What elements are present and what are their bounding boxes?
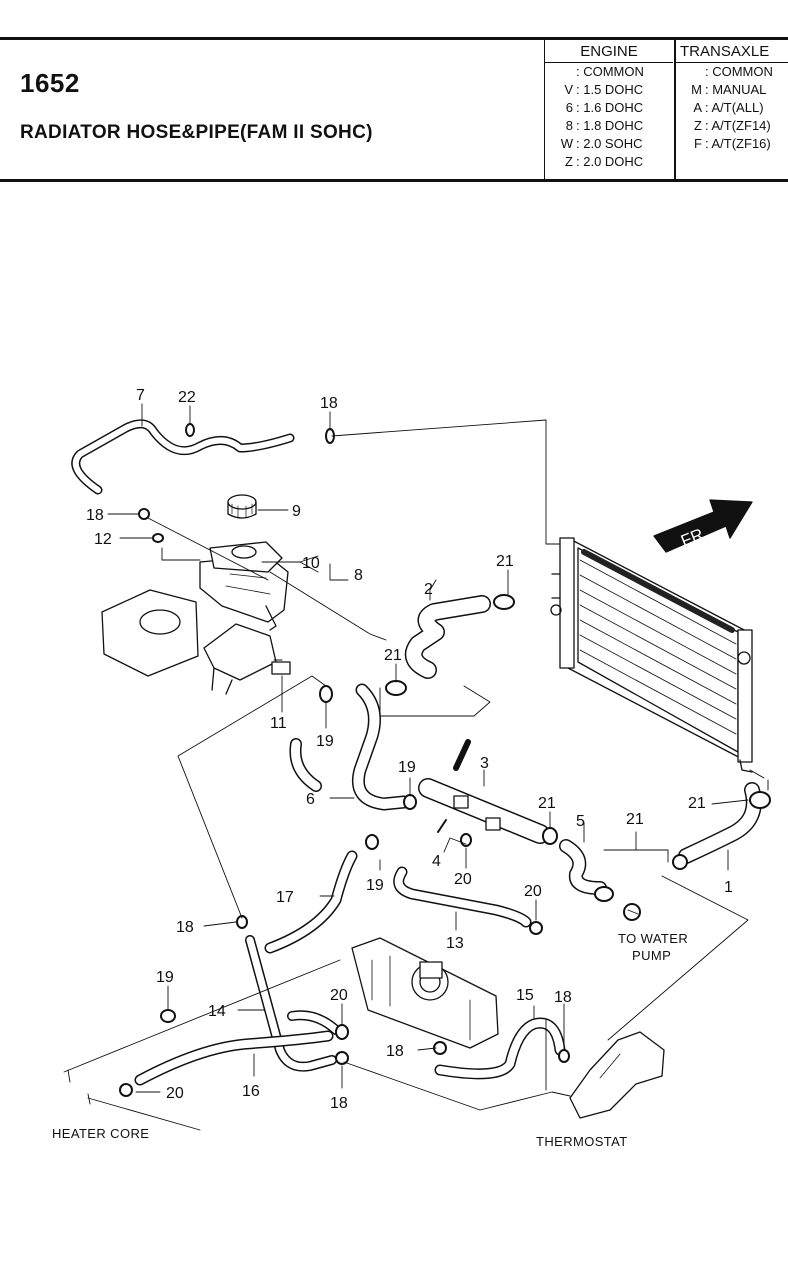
hose-overflow — [71, 419, 295, 495]
engine-row: Z: 2.0 DOHC — [565, 154, 644, 169]
callout-17: 17 — [276, 889, 294, 906]
coolant-reservoir — [199, 541, 289, 631]
engine-row: W: 2.0 SOHC — [560, 136, 643, 151]
callout-numbers: 7 22 18 9 18 12 10 8 2 21 21 11 19 3 19 … — [86, 387, 733, 1112]
hose-15 — [434, 1017, 566, 1080]
transaxle-row: F: A/T(ZF16) — [694, 136, 771, 151]
hose-13 — [393, 866, 532, 928]
engine-column: ENGINE : COMMON V: 1.5 DOHC 6: 1.6 DOHC … — [544, 40, 673, 179]
fr-direction-arrow — [653, 499, 753, 553]
callout-19: 19 — [156, 969, 174, 986]
callout-18: 18 — [554, 989, 572, 1006]
hose-16 — [134, 1030, 334, 1086]
callout-1: 1 — [724, 879, 733, 896]
callout-19: 19 — [366, 877, 384, 894]
callout-10: 10 — [302, 555, 320, 572]
thermostat-caption: THERMOSTAT — [536, 1134, 628, 1149]
bracket — [271, 661, 291, 675]
callout-19: 19 — [316, 733, 334, 750]
leader-lines — [63, 403, 769, 1131]
engine-row: : COMMON — [576, 64, 644, 79]
callout-22: 22 — [178, 389, 196, 406]
page-title: RADIATOR HOSE&PIPE(FAM II SOHC) — [20, 122, 373, 143]
callout-20: 20 — [454, 871, 472, 888]
callout-12: 12 — [94, 531, 112, 548]
header-top-rule — [0, 37, 788, 40]
callout-14: 14 — [208, 1003, 226, 1020]
hose-14 — [245, 935, 341, 1072]
coolant-pipe — [289, 738, 550, 844]
callout-21: 21 — [384, 647, 402, 664]
callout-18: 18 — [320, 395, 338, 412]
water-pump-caption-line1: TO WATER — [618, 931, 688, 946]
callout-18: 18 — [330, 1095, 348, 1112]
engine-row: 6: 1.6 DOHC — [565, 100, 644, 115]
throttle-body-housing — [351, 937, 499, 1049]
callout-16: 16 — [242, 1083, 260, 1100]
heater-core-caption: HEATER CORE — [52, 1126, 149, 1141]
callout-3: 3 — [480, 755, 489, 772]
callout-8: 8 — [354, 567, 363, 584]
callout-6: 6 — [306, 791, 315, 808]
callout-21: 21 — [688, 795, 706, 812]
callout-15: 15 — [516, 987, 534, 1004]
applicability-legend: ENGINE : COMMON V: 1.5 DOHC 6: 1.6 DOHC … — [544, 40, 788, 179]
radiator — [550, 537, 753, 773]
reservoir-cap — [227, 494, 257, 519]
callout-2: 2 — [424, 581, 433, 598]
callout-20: 20 — [330, 987, 348, 1004]
callout-7: 7 — [136, 387, 145, 404]
callout-18: 18 — [86, 507, 104, 524]
page-number: 1652 — [20, 68, 80, 98]
captions: TO WATER PUMP HEATER CORE THERMOSTAT — [52, 931, 688, 1149]
callout-21: 21 — [496, 553, 514, 570]
callout-4: 4 — [432, 853, 441, 870]
callout-20: 20 — [524, 883, 542, 900]
engine-row: V: 1.5 DOHC — [564, 82, 644, 97]
transaxle-row: M: MANUAL — [691, 82, 767, 97]
transaxle-heading: TRANSAXLE — [676, 40, 788, 63]
callout-19: 19 — [398, 759, 416, 776]
callout-5: 5 — [576, 813, 585, 830]
upper-radiator-hose — [404, 595, 491, 679]
transaxle-row: : COMMON — [705, 64, 773, 79]
thermostat-housing — [569, 1031, 665, 1119]
callout-18: 18 — [176, 919, 194, 936]
callout-18: 18 — [386, 1043, 404, 1060]
fan-shroud — [101, 589, 277, 695]
callout-9: 9 — [292, 503, 301, 520]
engine-row: 8: 1.8 DOHC — [565, 118, 644, 133]
hose-5 — [559, 839, 607, 895]
transaxle-row: Z: A/T(ZF14) — [694, 118, 771, 133]
callout-21: 21 — [538, 795, 556, 812]
engine-heading: ENGINE — [545, 40, 673, 63]
hose-6 — [352, 683, 411, 811]
water-pump-caption-line2: PUMP — [632, 948, 671, 963]
header-bottom-rule — [0, 179, 788, 182]
callout-11: 11 — [270, 715, 287, 732]
transaxle-row: A: A/T(ALL) — [693, 100, 764, 115]
callout-21: 21 — [626, 811, 644, 828]
callout-13: 13 — [446, 935, 464, 952]
callout-20: 20 — [166, 1085, 184, 1102]
transaxle-column: TRANSAXLE : COMMON M: MANUAL A: A/T(ALL)… — [674, 40, 788, 179]
hose-17 — [264, 850, 358, 954]
